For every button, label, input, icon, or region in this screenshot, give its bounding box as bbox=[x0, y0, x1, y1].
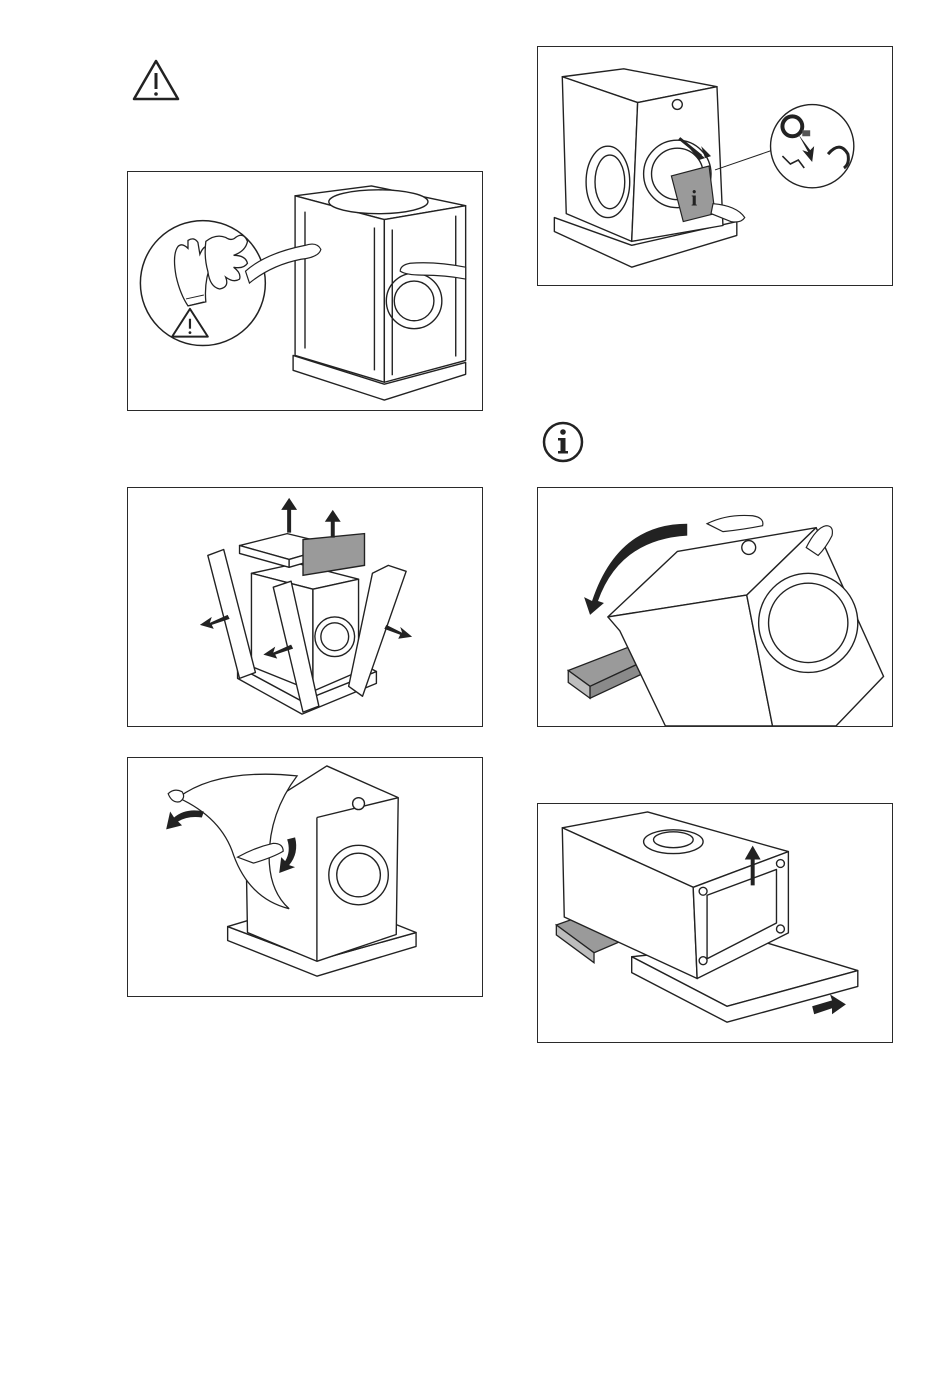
warning-triangle-icon bbox=[131, 58, 181, 102]
polystyrene-block bbox=[303, 534, 364, 576]
figure-remove-top-and-corner-protectors bbox=[127, 487, 483, 727]
svg-text:i: i bbox=[691, 187, 697, 211]
washing-machine-drawing bbox=[608, 528, 884, 726]
gloves-icon bbox=[140, 221, 265, 346]
figure-take-out-accessories-from-drum: i bbox=[537, 46, 893, 286]
figure-pull-off-plastic-bag bbox=[127, 757, 483, 997]
washing-machine-drawing bbox=[562, 812, 858, 1022]
figure-unpack-cover-with-gloves bbox=[127, 171, 483, 411]
washing-machine-drawing bbox=[293, 186, 466, 400]
figure-tilt-appliance-backwards bbox=[537, 487, 893, 727]
hose-icon bbox=[771, 105, 854, 188]
info-icon bbox=[541, 420, 585, 464]
figure-remove-base-packaging bbox=[537, 803, 893, 1043]
